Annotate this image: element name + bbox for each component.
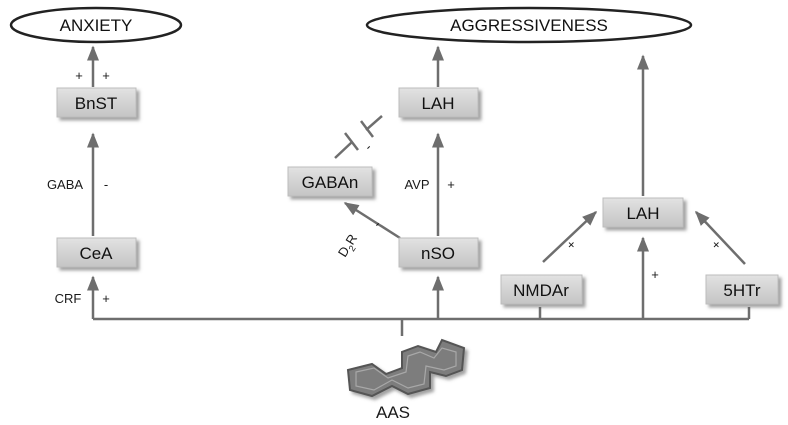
- inhibition-bar-upper: [360, 120, 374, 138]
- aas-label: AAS: [376, 403, 410, 422]
- inhibition-line-upper: [365, 115, 383, 131]
- inhibition-sign: -: [361, 140, 375, 154]
- inhibition-bar-lower: [344, 132, 359, 151]
- 5htr-label: 5HTr: [723, 281, 760, 300]
- svg-text:D2R: D2R: [335, 231, 363, 261]
- node-cea: CeA: [56, 237, 137, 268]
- nmdar-arrow: [542, 210, 598, 263]
- crf-sign: +: [102, 291, 110, 306]
- crf-label: CRF: [55, 291, 82, 306]
- d2r-arrow: [343, 201, 401, 240]
- gaba-sign: -: [104, 177, 108, 192]
- lah-right-sign: +: [651, 267, 659, 282]
- nso-label: nSO: [421, 244, 455, 263]
- aggressiveness-ellipse: AGGRESSIVENESS: [365, 6, 693, 44]
- node-nmdar: NMDAr: [500, 274, 583, 305]
- nmdar-label: NMDAr: [513, 281, 569, 300]
- d2r-r: R: [342, 231, 360, 247]
- d2r-label: D2R: [335, 231, 363, 261]
- lah-right-label: LAH: [626, 204, 659, 223]
- inhibition-line-lower: [334, 141, 353, 159]
- 5htr-arrow: [694, 210, 746, 265]
- node-nso: nSO: [398, 237, 479, 268]
- lah-top-label: LAH: [421, 94, 454, 113]
- gaba-label: GABA: [47, 177, 83, 192]
- avp-label: AVP: [404, 177, 429, 192]
- bnst-label: BnST: [75, 94, 118, 113]
- bnst-plus-right: +: [102, 68, 110, 83]
- node-lah-right: LAH: [602, 197, 684, 228]
- node-lah-top: LAH: [398, 87, 479, 118]
- anxiety-ellipse: ANXIETY: [9, 6, 183, 44]
- d2r-sub: 2: [347, 244, 358, 254]
- anxiety-label: ANXIETY: [60, 16, 133, 35]
- aas-molecule-icon: [346, 338, 466, 398]
- aggressiveness-label: AGGRESSIVENESS: [450, 16, 608, 35]
- 5htr-sign: +: [708, 237, 724, 253]
- node-5htr: 5HTr: [705, 274, 779, 305]
- avp-sign: +: [447, 177, 455, 192]
- node-bnst: BnST: [56, 87, 137, 118]
- bnst-plus-left: +: [75, 68, 83, 83]
- cea-label: CeA: [79, 244, 113, 263]
- gabaa-label: GABAn: [302, 173, 359, 192]
- node-gabaa: GABAn: [287, 166, 373, 197]
- d2r-sign: -: [370, 217, 384, 231]
